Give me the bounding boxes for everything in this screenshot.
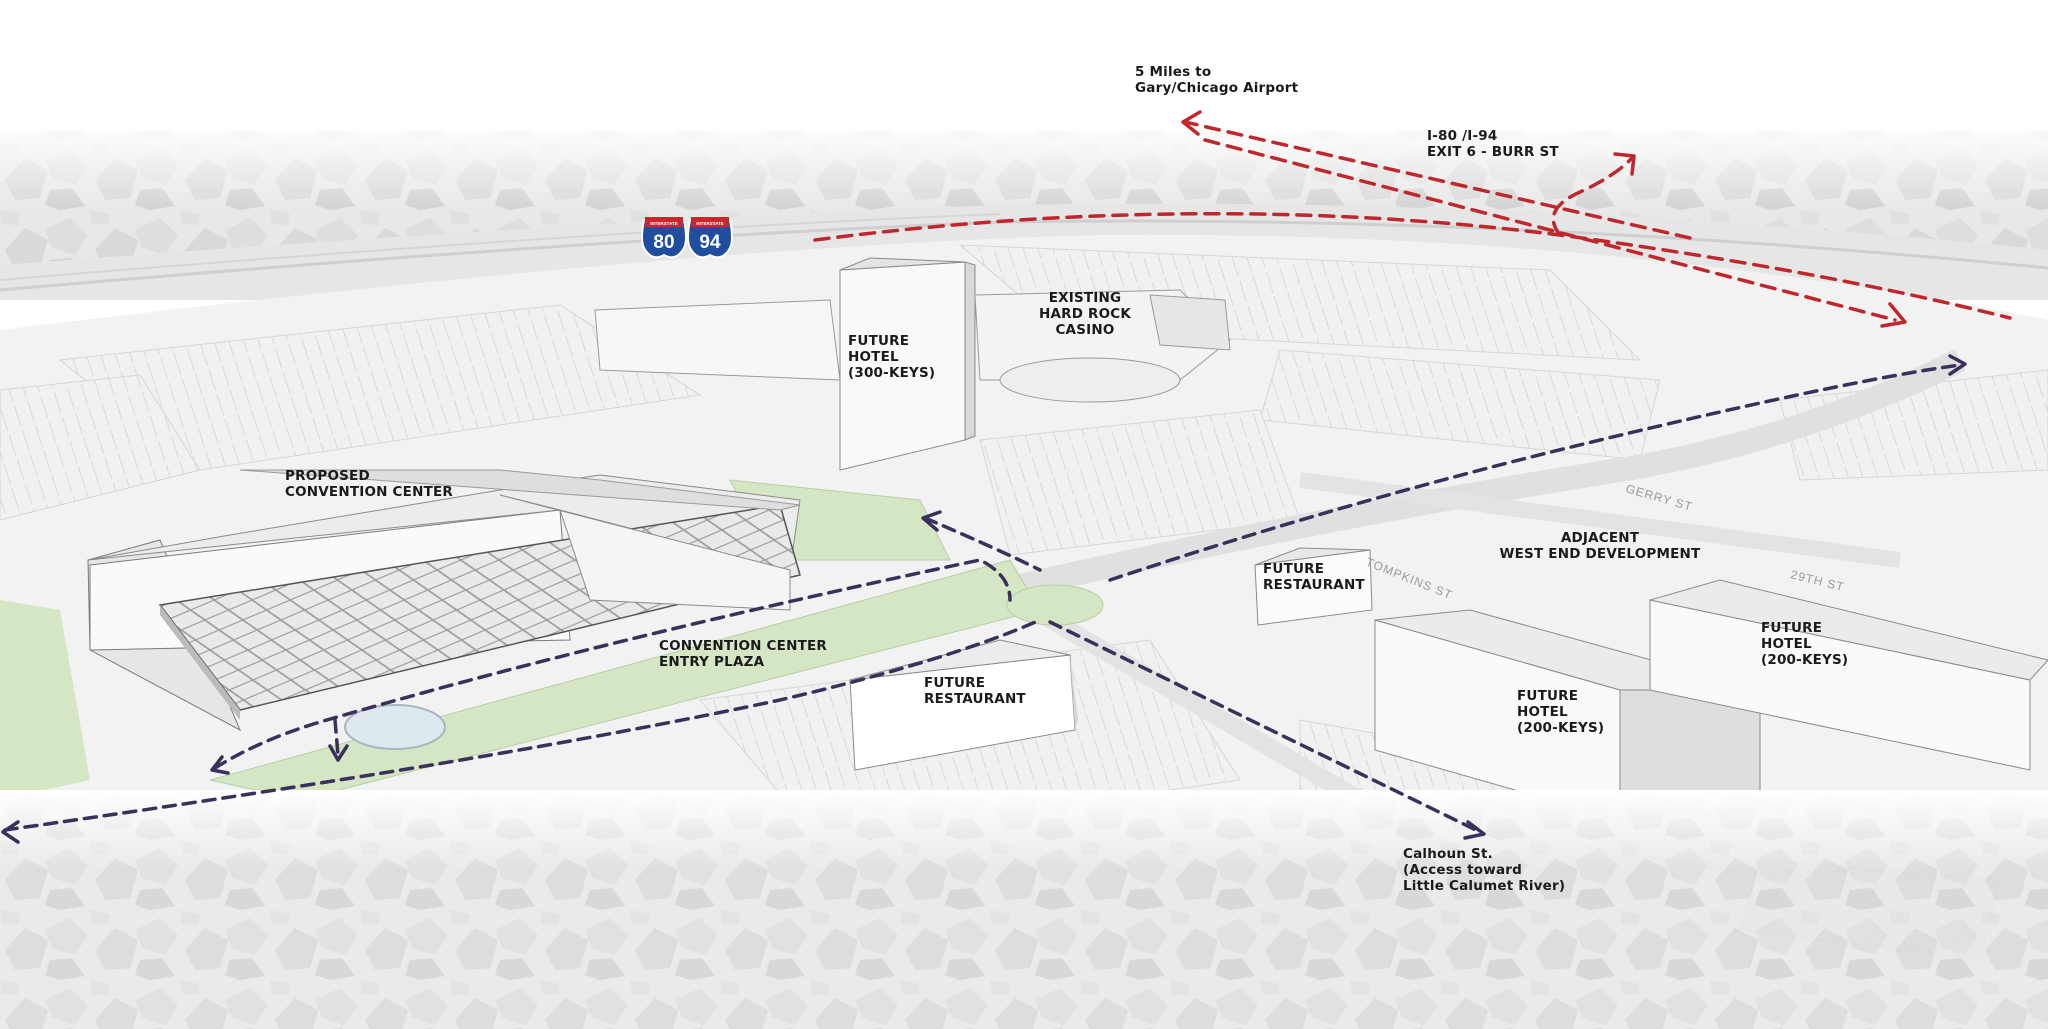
label-interstate-exit: I-80 /I-94 EXIT 6 - BURR ST bbox=[1427, 128, 1559, 160]
label-future-hotel-200-east: FUTURE HOTEL (200-KEYS) bbox=[1761, 620, 1849, 668]
future-hotel-200-east-building bbox=[1649, 579, 2048, 771]
label-future-hotel-200-center: FUTURE HOTEL (200-KEYS) bbox=[1517, 688, 1605, 736]
local-arrowheads bbox=[1, 354, 1967, 844]
plaza-fountain bbox=[344, 704, 446, 750]
label-entry-plaza: CONVENTION CENTER ENTRY PLAZA bbox=[659, 638, 828, 670]
shield-header-94: INTERSTATE bbox=[696, 221, 724, 226]
label-airport: 5 Miles to Gary/Chicago Airport bbox=[1135, 64, 1299, 96]
label-future-hotel-300: FUTURE HOTEL (300-KEYS) bbox=[848, 333, 936, 381]
future-restaurant-east-building bbox=[1254, 547, 1373, 626]
route-to-casino bbox=[923, 516, 1042, 572]
future-restaurant-south-building bbox=[849, 639, 1078, 771]
route-highway-west-east bbox=[813, 211, 2012, 320]
route-plaza-loop bbox=[213, 558, 1012, 770]
route-east bbox=[1108, 363, 1962, 582]
label-hard-rock-casino: EXISTING HARD ROCK CASINO bbox=[1038, 290, 1132, 338]
label-calhoun-st: Calhoun St. (Access toward Little Calume… bbox=[1403, 846, 1566, 894]
convention-center-building bbox=[87, 469, 801, 732]
interstate-shield-94: INTERSTATE 94 bbox=[687, 217, 733, 259]
label-future-restaurant-south: FUTURE RESTAURANT bbox=[924, 675, 1026, 707]
roundabout-green bbox=[1006, 584, 1104, 626]
shield-header-80: INTERSTATE bbox=[650, 221, 678, 226]
regional-arrowheads bbox=[1181, 110, 1907, 328]
hard-rock-casino-building bbox=[594, 289, 1231, 403]
route-to-airport bbox=[1183, 120, 1692, 240]
regional-access-routes bbox=[813, 120, 2012, 322]
route-calhoun bbox=[1048, 620, 1482, 834]
local-circulation-routes bbox=[3, 363, 1962, 834]
label-future-restaurant-east: FUTURE RESTAURANT bbox=[1263, 561, 1365, 593]
route-from-airport bbox=[1203, 138, 1897, 322]
label-proposed-convention-center: PROPOSED CONVENTION CENTER bbox=[285, 468, 454, 500]
route-exit-loop bbox=[1551, 156, 1634, 237]
route-southwest bbox=[3, 618, 1042, 832]
interstate-shield-80: INTERSTATE 80 bbox=[641, 217, 687, 259]
parking-west bbox=[0, 374, 201, 521]
green-west bbox=[0, 600, 90, 800]
shield-number-94: 94 bbox=[699, 232, 721, 253]
route-plaza-drop bbox=[333, 718, 340, 757]
street-network bbox=[957, 349, 1966, 612]
shield-number-80: 80 bbox=[653, 232, 674, 253]
label-west-end-development: ADJACENT WEST END DEVELOPMENT bbox=[1499, 530, 1701, 562]
future-hotel-300-building bbox=[839, 257, 976, 471]
